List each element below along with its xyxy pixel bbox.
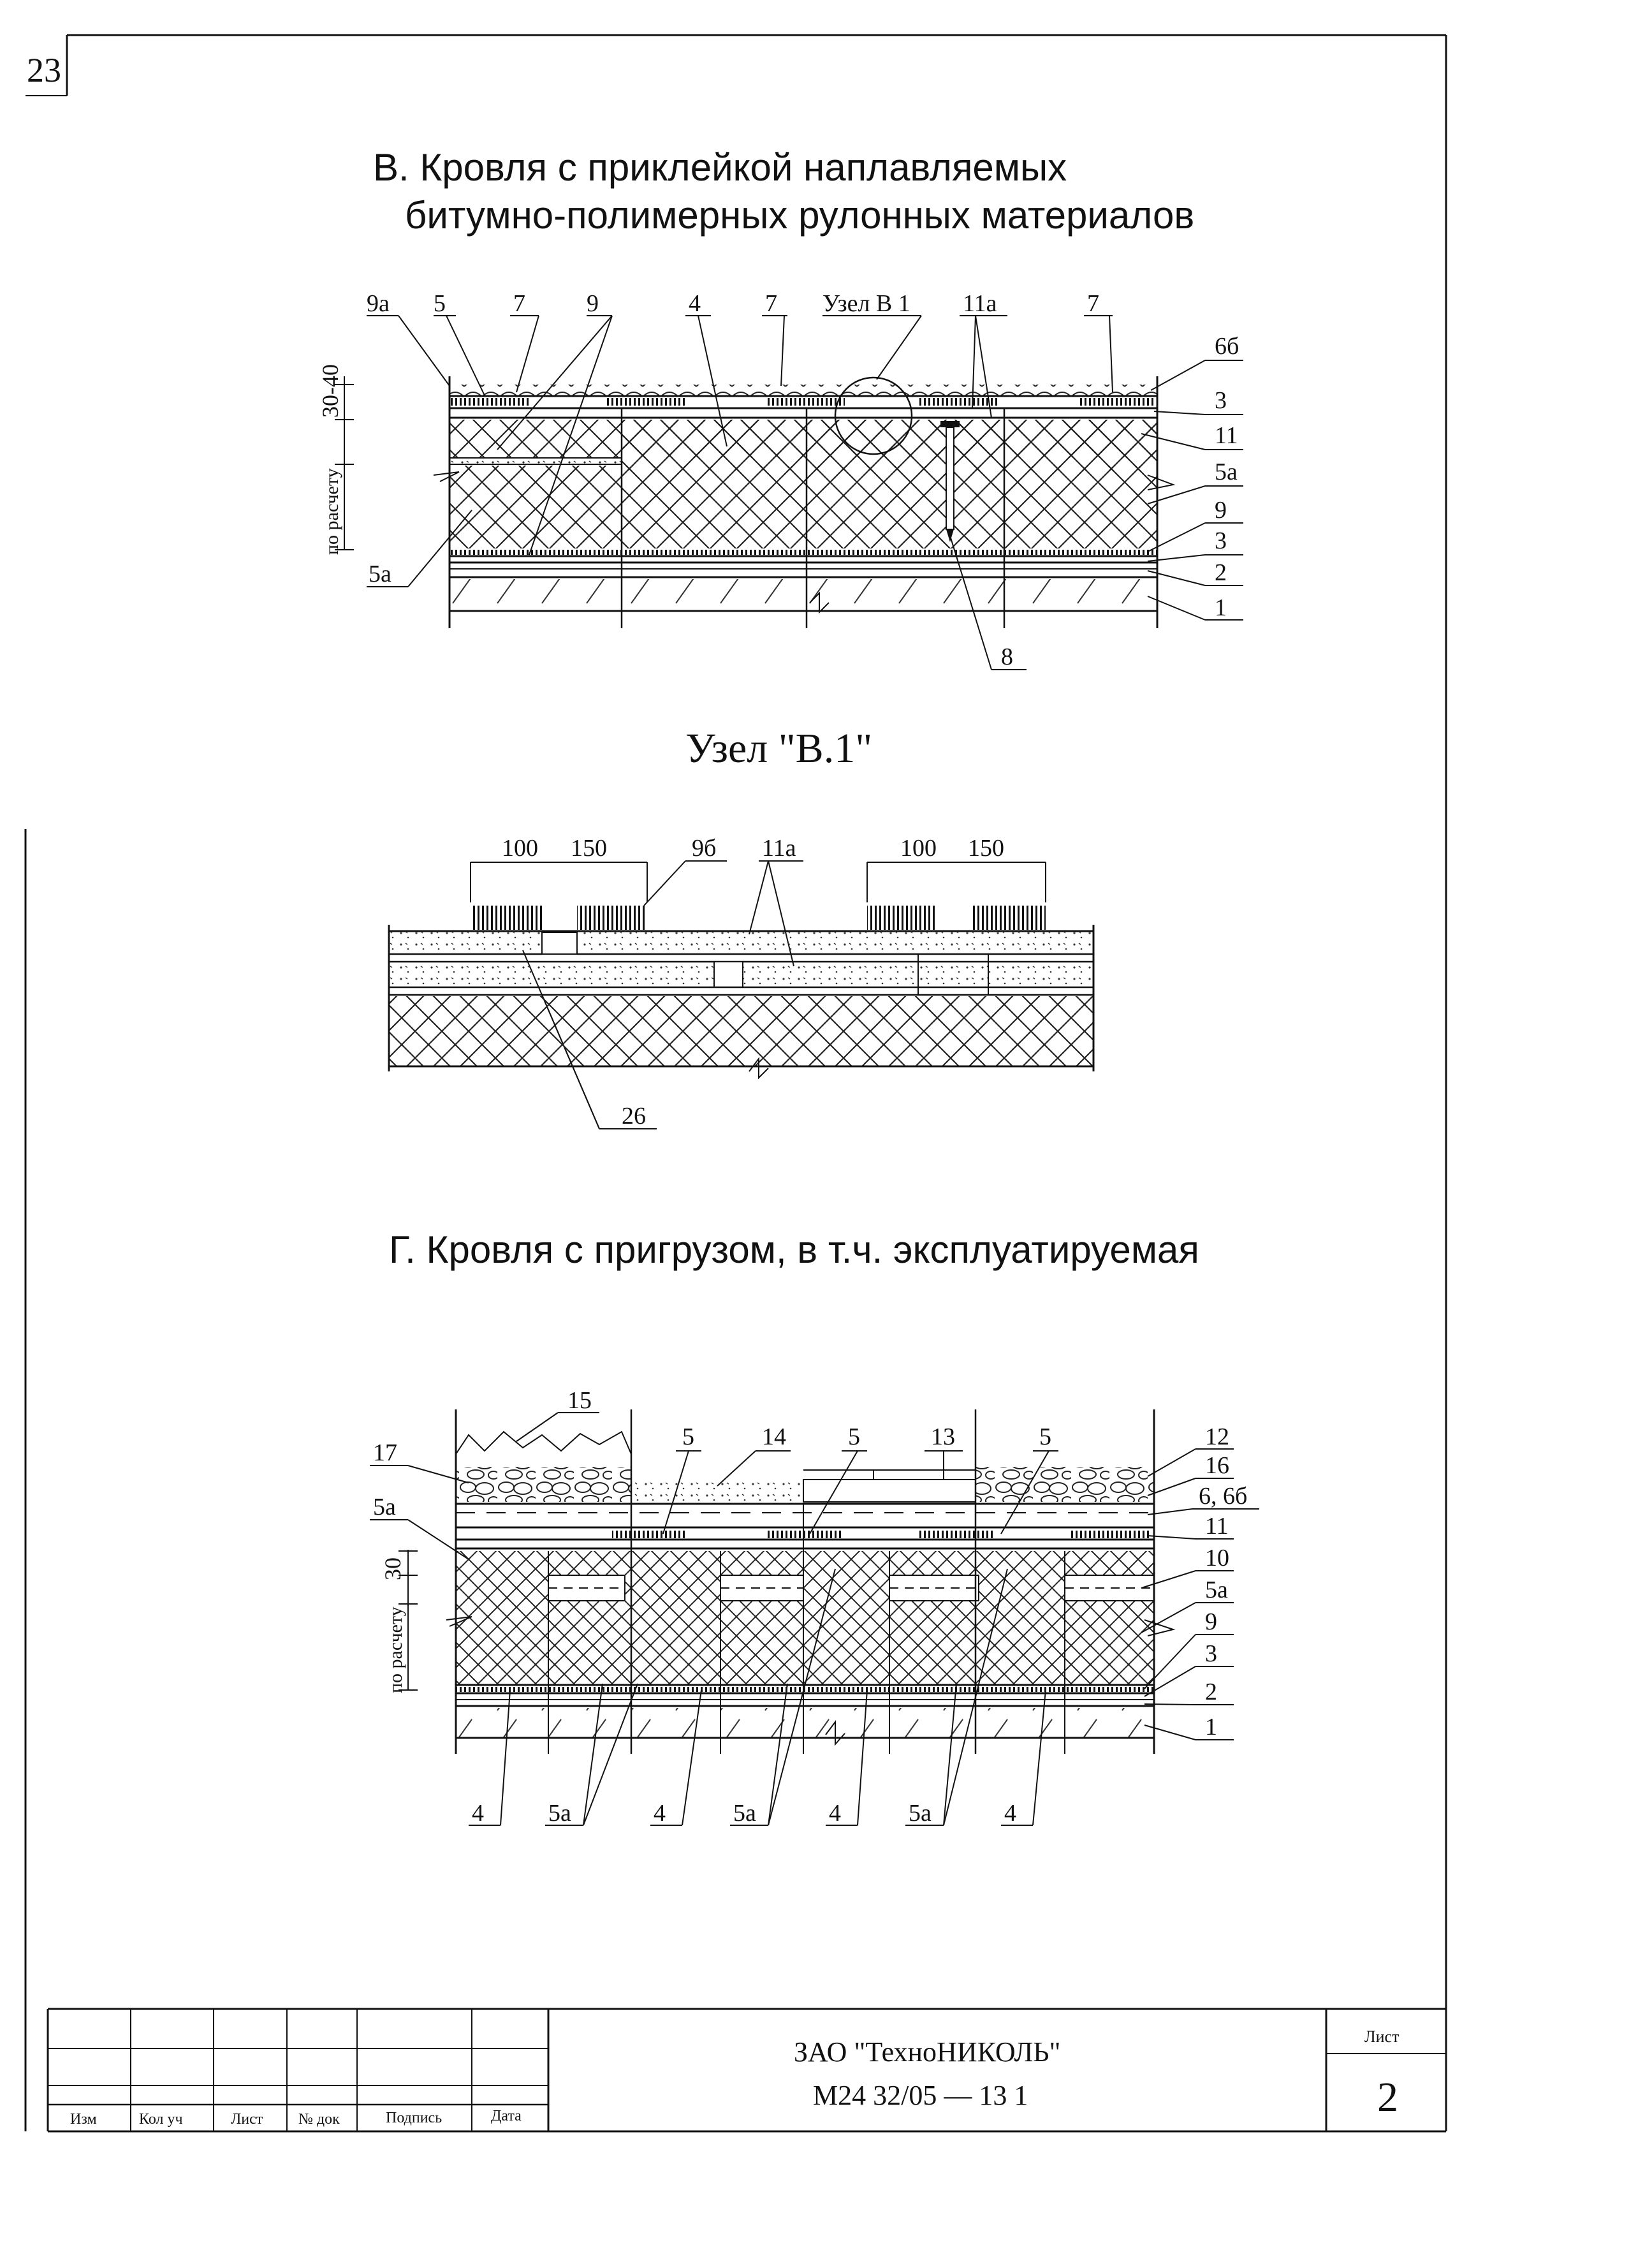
callout-14: 14 — [762, 1423, 786, 1450]
section-v-leaders — [367, 315, 1113, 555]
section-g-leaders-top — [370, 1412, 1058, 1560]
callout-7b: 7 — [765, 290, 777, 317]
section-v-layers — [433, 376, 1176, 628]
section-g: Г. Кровля с пригрузом, в т.ч. эксплуатир… — [370, 1228, 1259, 1827]
callout-5-g2: 5 — [848, 1423, 860, 1450]
section-v-title-line1: В. Кровля с приклейкой наплавляемых — [373, 146, 1067, 189]
dim-100-left: 100 — [502, 835, 538, 862]
leader-8 — [949, 535, 1027, 670]
callout-4-b4: 4 — [1004, 1800, 1016, 1827]
callout-11-g: 11 — [1205, 1513, 1229, 1540]
callout-9a: 9а — [367, 290, 390, 317]
callout-2-g: 2 — [1205, 1679, 1217, 1705]
callout-9: 9 — [587, 290, 599, 317]
header-list: Лист — [231, 2111, 263, 2128]
callout-5-g1: 5 — [682, 1423, 694, 1450]
section-v-dims — [335, 376, 354, 550]
dim-150-right: 150 — [968, 835, 1004, 862]
callout-13: 13 — [931, 1423, 955, 1450]
section-g-title: Г. Кровля с пригрузом, в т.ч. эксплуатир… — [389, 1228, 1199, 1271]
callout-6b: 6б — [1215, 333, 1239, 360]
callout-1: 1 — [1215, 594, 1227, 621]
header-podpis: Подпись — [386, 2110, 442, 2126]
callout-11: 11 — [1215, 422, 1238, 449]
callout-7c: 7 — [1087, 290, 1099, 317]
section-v-callouts-right: 6б 3 11 5а 9 3 2 1 — [1215, 333, 1239, 621]
callout-4-b3: 4 — [829, 1800, 841, 1827]
dim-30: 30 — [380, 1557, 406, 1580]
callout-5a-g-left: 5а — [373, 1494, 396, 1520]
node-b1-layers — [388, 906, 1095, 1080]
section-g-callouts-bottom: 4 5а 4 5а 4 5а 4 — [472, 1800, 1016, 1827]
callout-11a: 11а — [963, 290, 997, 317]
dim-30-40: 30-40 — [318, 364, 343, 418]
callout-4-b2: 4 — [654, 1800, 666, 1827]
callout-5a-g-right: 5а — [1205, 1577, 1228, 1603]
callout-7: 7 — [513, 290, 525, 317]
callout-15: 15 — [567, 1387, 592, 1414]
company-name: ЗАО "ТехноНИКОЛЬ" — [794, 2036, 1061, 2068]
section-g-leaders-right — [1141, 1448, 1259, 1740]
callout-3: 3 — [1215, 387, 1227, 414]
callout-10: 10 — [1205, 1545, 1229, 1571]
callout-5a-b2: 5а — [733, 1800, 756, 1827]
dim-by-calc-g: по расчету — [385, 1606, 406, 1693]
sheet-number: 2 — [1377, 2074, 1398, 2121]
callout-9b: 9б — [692, 835, 716, 862]
callout-11a-node: 11а — [762, 835, 796, 862]
callout-node-v1: Узел В 1 — [822, 290, 910, 317]
callout-5a-right: 5а — [1215, 459, 1238, 485]
section-g-leaders-bottom — [469, 1568, 1046, 1826]
sheet-frame — [24, 34, 1447, 2133]
callout-3-g: 3 — [1205, 1640, 1217, 1667]
section-g-callouts-top: 15 5 14 5 13 5 17 5а — [373, 1387, 1051, 1520]
page-number: 23 — [27, 51, 61, 89]
node-b1-dims: 100 150 100 150 9б 11а — [502, 835, 1004, 862]
callout-4-b1: 4 — [472, 1800, 484, 1827]
dim-by-calc: по расчету — [321, 468, 342, 555]
dim-100-right: 100 — [900, 835, 937, 862]
title-block — [47, 2008, 1446, 2131]
section-g-layers — [446, 1409, 1176, 1754]
callout-16: 16 — [1205, 1452, 1229, 1479]
header-data: Дата — [491, 2108, 522, 2124]
section-g-dims — [398, 1550, 418, 1691]
section-v: В. Кровля с приклейкой наплавляемых биту… — [318, 146, 1243, 670]
header-izm: Изм — [70, 2111, 97, 2128]
dim-150-left: 150 — [571, 835, 607, 862]
section-g-callouts-right: 12 16 6, 6б 11 10 5а 9 3 2 1 — [1199, 1423, 1247, 1740]
callout-8: 8 — [1001, 643, 1013, 670]
title-block-headers: Изм Кол уч Лист № док Подпись Дата — [70, 2108, 522, 2128]
leader-5a-left — [367, 510, 472, 587]
header-no-dok: № док — [298, 2111, 340, 2128]
node-b1: Узел "В.1" 100 150 100 150 9б 11а 26 — [388, 725, 1095, 1129]
callout-5a-b3: 5а — [909, 1800, 932, 1827]
section-v-title-line2: битумно-полимерных рулонных материалов — [405, 194, 1194, 237]
callout-5a-b1: 5а — [548, 1800, 571, 1827]
callout-17: 17 — [373, 1439, 397, 1466]
node-b1-title: Узел "В.1" — [685, 725, 872, 772]
callout-2: 2 — [1215, 559, 1227, 586]
callout-9-g: 9 — [1205, 1608, 1217, 1635]
callout-12: 12 — [1205, 1423, 1229, 1450]
section-v-callouts-top: 9а 5 7 9 4 7 Узел В 1 11а 7 — [367, 290, 1099, 317]
node-b1-dim-lines — [470, 862, 1046, 902]
header-kol-uch: Кол уч — [139, 2111, 183, 2128]
callout-26: 26 — [622, 1103, 646, 1129]
callout-9-right: 9 — [1215, 497, 1227, 524]
callout-5-g3: 5 — [1039, 1423, 1051, 1450]
callout-5a-left: 5а — [369, 561, 391, 587]
sheet-label: Лист — [1364, 2027, 1399, 2046]
callout-3-right: 3 — [1215, 527, 1227, 554]
callout-5: 5 — [434, 290, 446, 317]
section-v-leaders-right — [1141, 360, 1243, 621]
callout-1-g: 1 — [1205, 1714, 1217, 1740]
doc-code: М24 32/05 — 13 1 — [813, 2080, 1028, 2111]
callout-4: 4 — [689, 290, 701, 317]
callout-6-6b: 6, 6б — [1199, 1483, 1247, 1510]
